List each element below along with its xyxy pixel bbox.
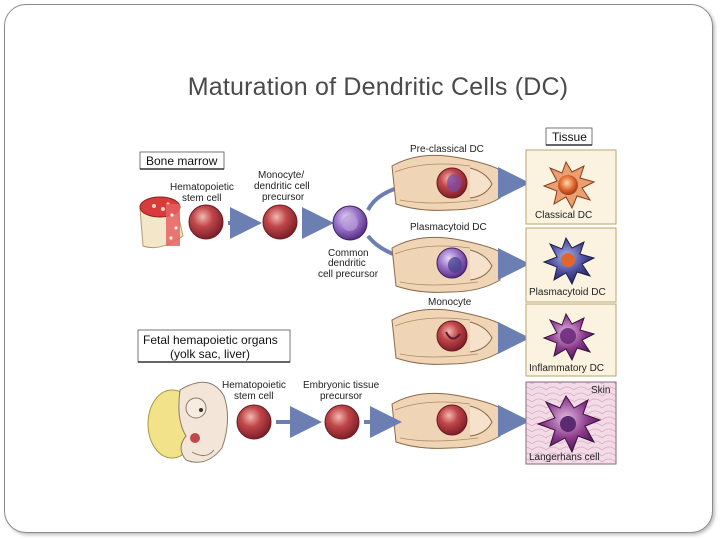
hsc-fetal-label-line2: stem cell	[234, 391, 273, 402]
svg-text:Tissue: Tissue	[552, 130, 587, 144]
langerhans-skin-panel	[525, 381, 617, 465]
monocyte-label: Monocyte	[428, 297, 472, 308]
cdp-label-line2: dendritic	[328, 258, 366, 269]
vessel-plasmacytoid	[391, 236, 501, 293]
embryonic-precursor-cell	[324, 404, 360, 440]
pre-classical-label: Pre-classical DC	[410, 144, 484, 155]
hsc-fetal-cell	[236, 404, 272, 440]
embryonic-label-line2: precursor	[320, 391, 363, 402]
mono-prec-label-line3: precursor	[262, 192, 305, 203]
inflammatory-dc-label: Inflammatory DC	[529, 363, 604, 374]
vessel-embryonic	[391, 392, 501, 449]
hsc-bone-marrow-cell	[188, 204, 224, 240]
hsc-fetal-label-line1: Hematopoietic	[222, 380, 286, 391]
vessel-monocyte	[391, 308, 501, 365]
slide-title: Maturation of Dendritic Cells (DC)	[187, 73, 569, 101]
fetal-organs-header: Fetal hemapoietic organs (yolk sac, live…	[137, 329, 291, 363]
langerhans-label: Langerhans cell	[529, 452, 600, 463]
skin-label: Skin	[591, 385, 610, 396]
monocyte-dc-precursor-cell	[262, 204, 298, 240]
cdp-label-line3: cell precursor	[318, 269, 379, 280]
mono-prec-label-line2: dendritic cell	[254, 181, 310, 192]
hsc-bm-label-line2: stem cell	[182, 193, 221, 204]
bone-marrow-illustration	[139, 196, 184, 249]
vessel-preclassical	[391, 154, 501, 211]
plasmacytoid-dc-label: Plasmacytoid DC	[529, 287, 606, 298]
bone-marrow-header: Bone marrow	[139, 151, 225, 170]
svg-text:(yolk sac, liver): (yolk sac, liver)	[170, 347, 250, 361]
inflammatory-dc-panel	[525, 303, 617, 377]
svg-text:Bone marrow: Bone marrow	[146, 154, 218, 168]
embryonic-label-line1: Embryonic tissue	[303, 380, 380, 391]
svg-text:Fetal hemapoietic organs: Fetal hemapoietic organs	[143, 333, 278, 347]
classical-dc-label: Classical DC	[535, 210, 592, 221]
mono-prec-label-line1: Monocyte/	[258, 170, 304, 181]
tissue-header: Tissue	[545, 127, 593, 146]
classical-dc-panel	[525, 149, 617, 225]
plasmacytoid-dc-panel	[525, 227, 617, 303]
cdp-label-line1: Common	[328, 248, 369, 259]
embryo-illustration	[147, 381, 228, 463]
hsc-bm-label-line1: Hematopoietic	[170, 182, 234, 193]
plasmacytoid-vessel-label: Plasmacytoid DC	[410, 222, 487, 233]
